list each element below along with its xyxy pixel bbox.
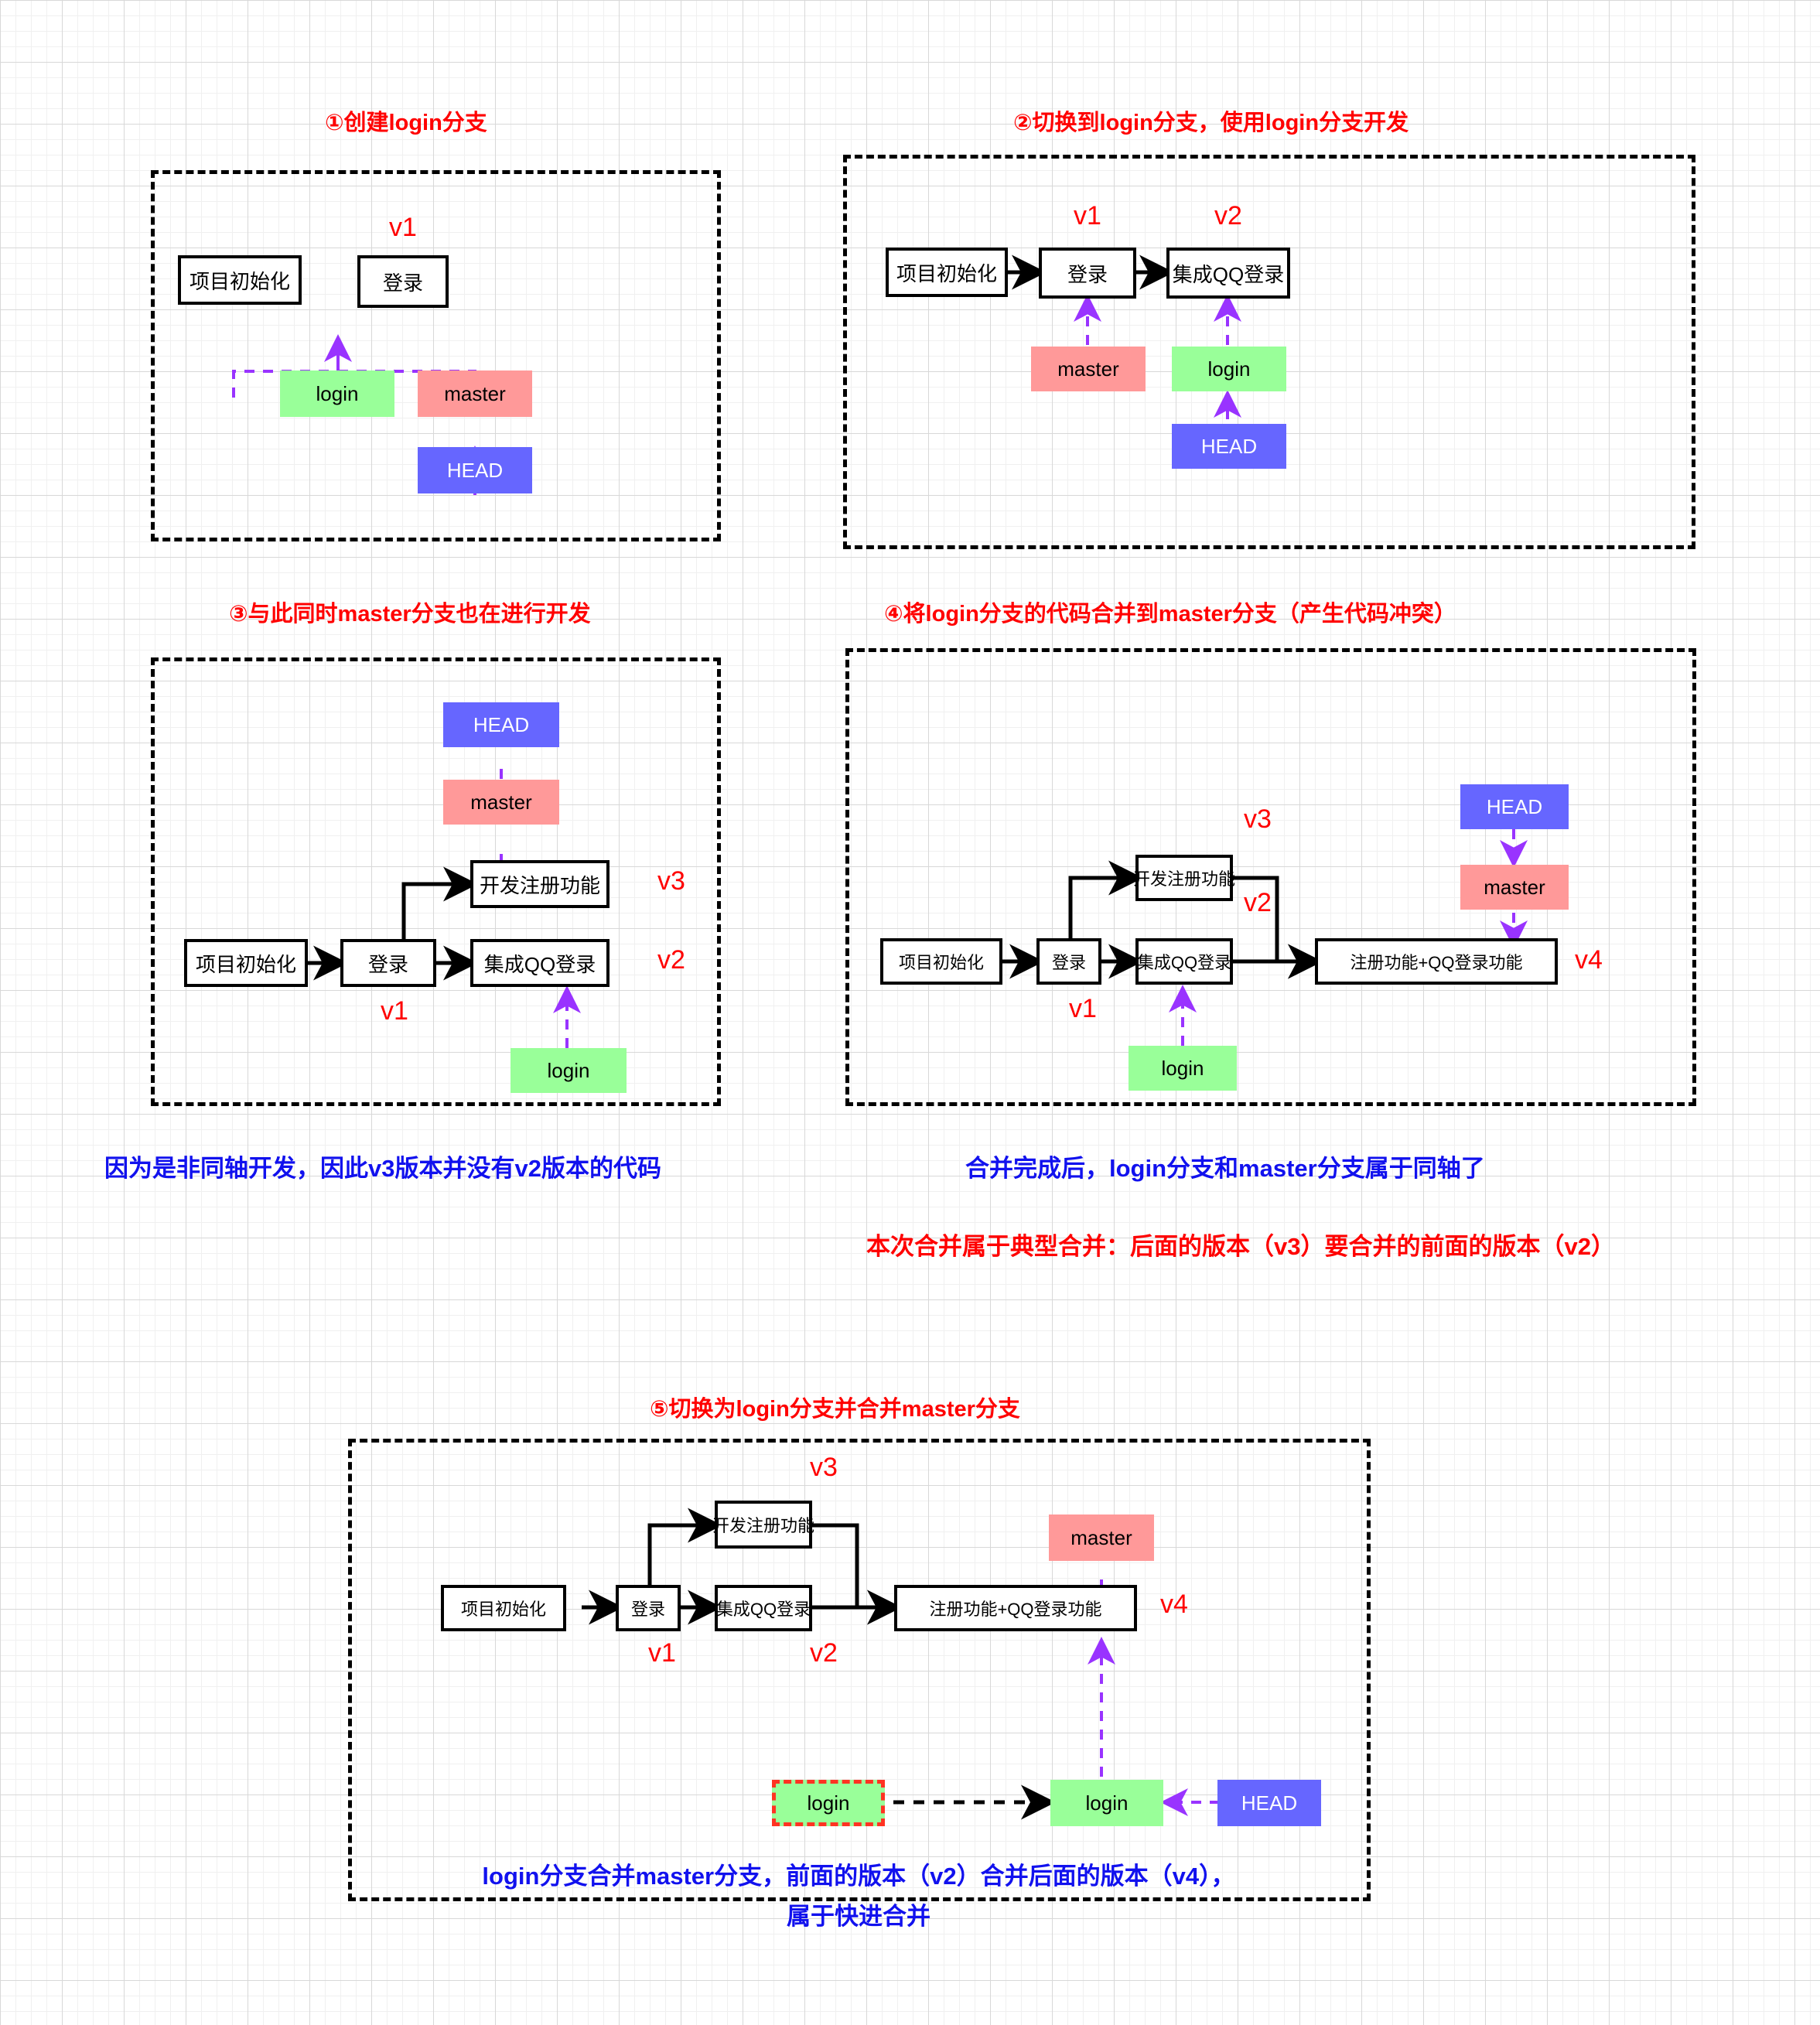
panel4-version-v2: v2 <box>1244 888 1272 917</box>
panel1-title: ①创建login分支 <box>325 111 487 135</box>
panel5-tag-master: master <box>1049 1514 1154 1561</box>
panel5-tag-login-new: login <box>1050 1780 1163 1826</box>
panel4-frame <box>845 648 1696 1106</box>
panel2-box-login: 登录 <box>1039 248 1136 299</box>
panel3-title: ③与此同时master分支也在进行开发 <box>229 602 591 627</box>
panel1-tag-head: HEAD <box>418 447 532 493</box>
panel5-title: ⑤切换为login分支并合并master分支 <box>650 1397 1020 1422</box>
panel5-box-reg: 开发注册功能 <box>712 1501 814 1549</box>
panel1-node-login: 登录 <box>357 255 449 308</box>
panel5-tag-head: HEAD <box>1217 1780 1321 1826</box>
panel4-title: ④将login分支的代码合并到master分支（产生代码冲突） <box>884 602 1456 627</box>
panel1-tag-master: master <box>418 371 532 417</box>
panel4-caption2: 本次合并属于典型合并：后面的版本（v3）要合并的前面的版本（v2） <box>866 1233 1615 1260</box>
panel1-frame <box>151 170 721 541</box>
panel1-tag-login: login <box>280 371 394 417</box>
panel3-caption: 因为是非同轴开发，因此v3版本并没有v2版本的代码 <box>104 1155 661 1182</box>
panel2-box-init: 项目初始化 <box>886 248 1008 297</box>
panel3-tag-master: master <box>443 780 559 825</box>
panel2-tag-head: HEAD <box>1172 424 1286 469</box>
panel5-version-v4: v4 <box>1160 1590 1188 1619</box>
panel3-tag-login: login <box>510 1048 627 1093</box>
panel3-tag-head: HEAD <box>443 702 559 747</box>
panel3-version-v1: v1 <box>381 996 408 1026</box>
panel1-version-v1: v1 <box>389 213 417 242</box>
panel4-tag-login: login <box>1129 1046 1237 1091</box>
panel3-box-init: 项目初始化 <box>184 939 308 987</box>
panel4-box-reg: 开发注册功能 <box>1133 855 1235 901</box>
panel5-box-init: 项目初始化 <box>441 1585 566 1631</box>
panel3-version-v3: v3 <box>657 866 685 896</box>
panel2-box-qq: 集成QQ登录 <box>1166 248 1290 299</box>
panel4-version-v1: v1 <box>1069 994 1097 1023</box>
panel5-version-v3: v3 <box>810 1453 838 1482</box>
panel5-frame <box>348 1439 1371 1901</box>
panel2-version-v2: v2 <box>1214 201 1242 231</box>
panel4-tag-master: master <box>1460 865 1569 910</box>
panel4-tag-head: HEAD <box>1460 784 1569 829</box>
panel3-box-login: 登录 <box>340 939 436 987</box>
panel3-version-v2: v2 <box>657 945 685 975</box>
panel3-frame <box>151 657 721 1106</box>
panel5-box-merge: 注册功能+QQ登录功能 <box>894 1585 1137 1631</box>
panel5-version-v1: v1 <box>648 1638 676 1668</box>
panel2-version-v1: v1 <box>1074 201 1101 231</box>
panel4-box-merge: 注册功能+QQ登录功能 <box>1315 938 1558 985</box>
panel4-caption: 合并完成后，login分支和master分支属于同轴了 <box>965 1155 1485 1182</box>
panel5-version-v2: v2 <box>810 1638 838 1668</box>
panel4-box-qq: 集成QQ登录 <box>1135 938 1233 985</box>
panel5-caption-line2: 属于快进合并 <box>787 1903 930 1930</box>
panel4-box-init: 项目初始化 <box>880 938 1002 985</box>
panel1-node-init: 项目初始化 <box>178 255 302 305</box>
panel2-tag-login: login <box>1172 347 1286 391</box>
panel2-frame <box>843 155 1695 549</box>
panel5-tag-login-old: login <box>772 1780 885 1826</box>
panel4-box-login: 登录 <box>1036 938 1101 985</box>
panel5-box-login: 登录 <box>616 1585 681 1631</box>
panel4-version-v3: v3 <box>1244 804 1272 834</box>
panel5-caption-line1: login分支合并master分支，前面的版本（v2）合并后面的版本（v4）， <box>482 1863 1235 1890</box>
panel2-tag-master: master <box>1031 347 1146 391</box>
panel4-version-v4: v4 <box>1575 945 1603 975</box>
panel3-box-qq: 集成QQ登录 <box>470 939 610 987</box>
panel3-box-reg: 开发注册功能 <box>470 860 610 908</box>
panel5-box-qq: 集成QQ登录 <box>715 1585 812 1631</box>
panel2-title: ②切换到login分支，使用login分支开发 <box>1013 111 1409 135</box>
